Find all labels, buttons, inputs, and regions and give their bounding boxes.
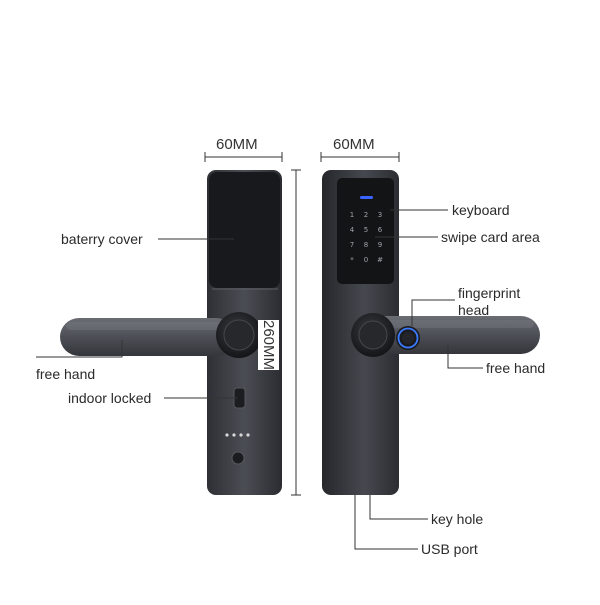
label-free-hand-right: free hand xyxy=(486,360,546,376)
label-fingerprint-head: head xyxy=(458,302,490,318)
indoor-handle xyxy=(60,318,235,356)
label-key-hole: key hole xyxy=(431,511,484,527)
indicator-dots xyxy=(225,433,250,437)
indoor-knob xyxy=(231,451,245,465)
keypad-key-2: 2 xyxy=(364,211,368,219)
keypad-key-0: 0 xyxy=(364,256,368,264)
keypad-key-1: 1 xyxy=(350,211,354,219)
label-usb-port: USB port xyxy=(421,541,478,557)
status-led xyxy=(360,196,373,199)
label-battery-cover: baterry cover xyxy=(61,231,143,247)
callout-lines xyxy=(36,209,483,550)
height-dimension: 260MM xyxy=(258,320,279,371)
label-keyboard: keyboard xyxy=(452,202,510,218)
keypad-key-7: 7 xyxy=(350,241,354,249)
indoor-unit xyxy=(60,170,282,495)
left-width-dimension: 60MM xyxy=(216,136,258,153)
keypad-key-*: * xyxy=(350,256,354,264)
right-width-dimension: 60MM xyxy=(333,136,375,153)
outdoor-unit: 1 2 3 4 5 6 7 8 9 * 0 # xyxy=(322,170,540,495)
keypad-key-5: 5 xyxy=(364,226,368,234)
label-swipe-card-area: swipe card area xyxy=(441,229,540,245)
keypad-key-4: 4 xyxy=(350,226,355,234)
keypad-grid: 1 2 3 4 5 6 7 8 9 * 0 # xyxy=(350,211,383,264)
label-indoor-locked: indoor locked xyxy=(68,390,152,406)
battery-cover xyxy=(209,172,280,288)
keypad-key-9: 9 xyxy=(378,241,382,249)
keypad-key-8: 8 xyxy=(364,241,368,249)
label-free-hand-left: free hand xyxy=(36,366,96,382)
keypad-key-#: # xyxy=(377,256,383,264)
label-fingerprint: fingerprint xyxy=(458,285,521,301)
keypad-key-3: 3 xyxy=(378,211,382,219)
keypad-panel xyxy=(337,178,394,284)
keypad-key-6: 6 xyxy=(378,226,383,234)
dimension-lines xyxy=(204,152,400,496)
